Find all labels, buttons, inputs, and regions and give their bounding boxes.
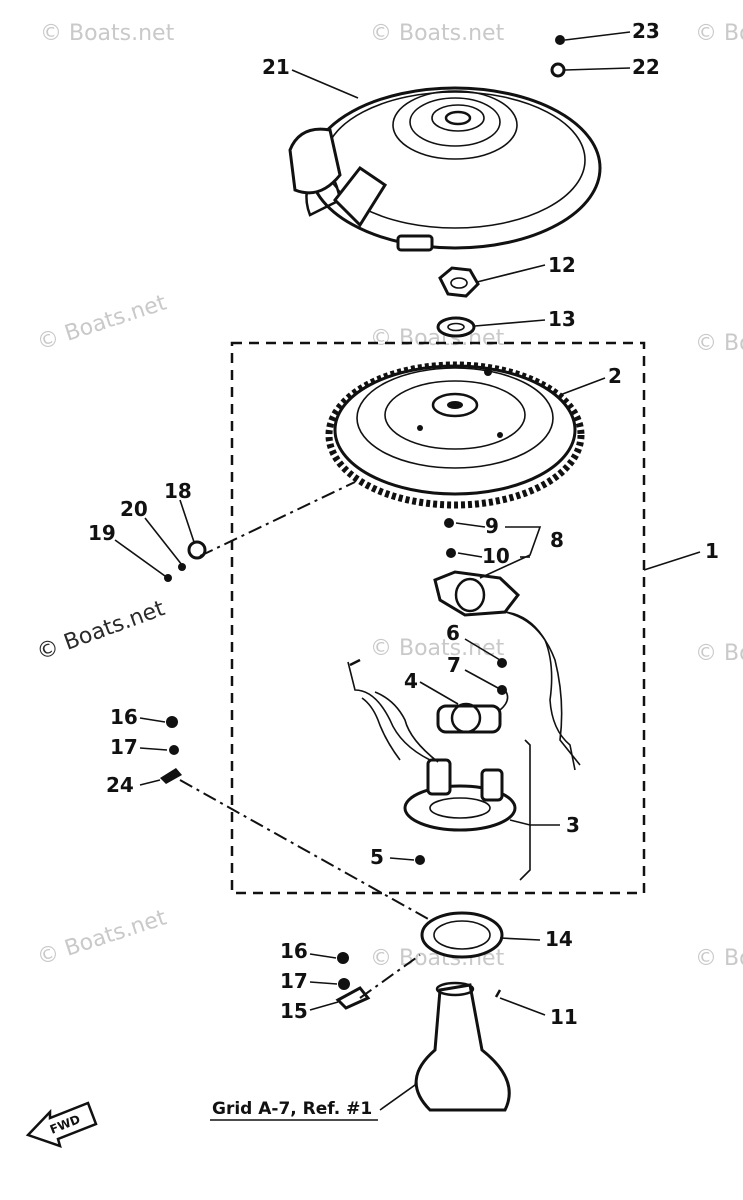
callout-17: 17 [280,969,308,993]
callout-1: 1 [705,539,719,563]
callout-13: 13 [548,307,576,331]
watermark: © Boats.net [34,290,170,355]
callout-2: 2 [608,364,622,388]
watermark: © Boats.net [695,946,743,971]
callout-6: 6 [446,621,460,645]
callout-9: 9 [485,514,499,538]
retainer-ring-part [420,911,504,959]
alignment-line [199,481,356,557]
watermark: © Boats.net [695,641,743,666]
callout-24: 24 [106,773,134,797]
callout-16: 16 [110,705,138,729]
callout-17: 17 [110,735,138,759]
washer-part [436,316,476,338]
callout-16: 16 [280,939,308,963]
callout-labels: 21 23 22 12 13 2 1 9 10 8 6 7 4 3 5 14 1… [88,19,719,1029]
watermark: © Boats.net [370,326,505,351]
callout-23: 23 [632,19,660,43]
watermark: © Boats.net [695,331,743,356]
crankshaft-part [414,981,511,1112]
callout-8: 8 [550,528,564,552]
callout-10: 10 [482,544,510,568]
alignment-line [179,779,431,921]
callout-12: 12 [548,253,576,277]
callout-21: 21 [262,55,290,79]
callout-7: 7 [447,653,461,677]
callout-18: 18 [164,479,192,503]
alignment-line [359,954,421,999]
leader-lines [114,31,701,1121]
forward-arrow-icon: FWD [25,1101,98,1148]
callout-11: 11 [550,1005,578,1029]
charge-coil-part [436,689,509,734]
grid-reference-label: Grid A-7, Ref. #1 [212,1099,372,1119]
pulser-coil-part [433,570,581,771]
watermark: © Boats.net [370,21,505,46]
callout-5: 5 [370,845,384,869]
flywheel-nut-part [438,266,480,298]
callout-14: 14 [545,927,573,951]
callout-3: 3 [566,813,580,837]
watermark: © Boats.net [34,596,169,666]
small-hardware [160,35,566,1010]
flywheel-cover-part [288,86,602,252]
watermark: © Boats.net [34,905,170,970]
stator-base-part [347,658,517,832]
magneto-assembly-box [230,341,646,895]
callout-15: 15 [280,999,308,1023]
callout-22: 22 [632,55,660,79]
watermark: © Boats.net [40,21,175,46]
watermark: © Boats.net [695,21,743,46]
callout-20: 20 [120,497,148,521]
flywheel-part [325,361,585,509]
watermark: © Boats.net [370,636,505,661]
callout-4: 4 [404,669,418,693]
callout-19: 19 [88,521,116,545]
